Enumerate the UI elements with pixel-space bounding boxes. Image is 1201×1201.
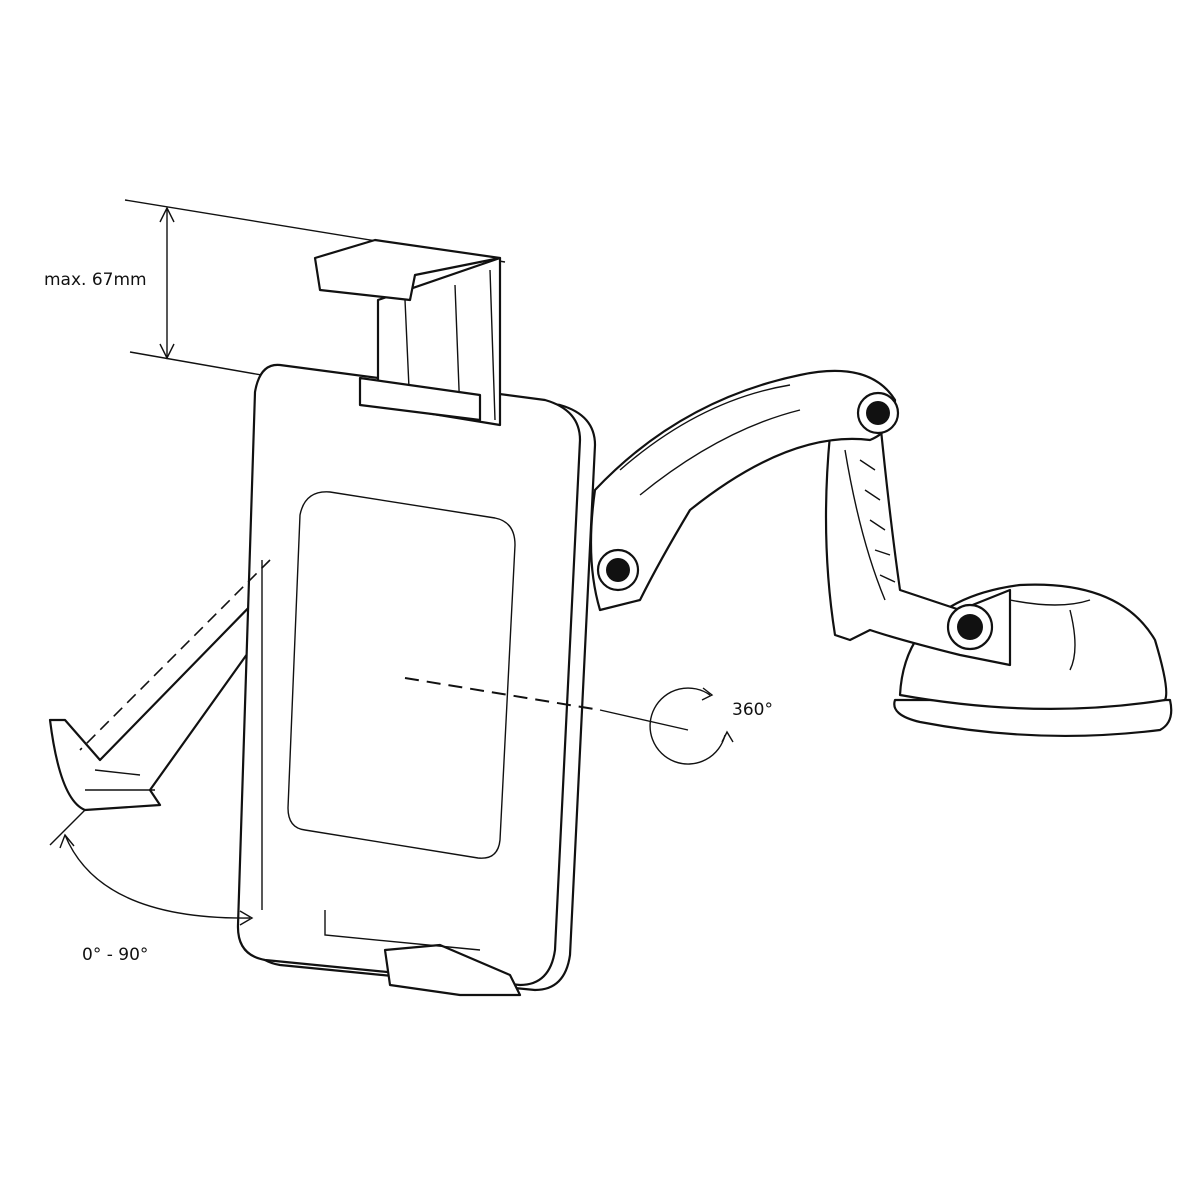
- holder-body: [236, 238, 597, 997]
- tilt-label: 0° - 90°: [82, 945, 149, 965]
- vertical-arm: [824, 418, 1012, 667]
- max-width-label: max. 67mm: [44, 270, 147, 290]
- rotation-label: 360°: [732, 700, 773, 720]
- upper-arm: [589, 369, 900, 612]
- rotation-indicator: [79, 559, 734, 765]
- tilt-indicator: [49, 560, 263, 926]
